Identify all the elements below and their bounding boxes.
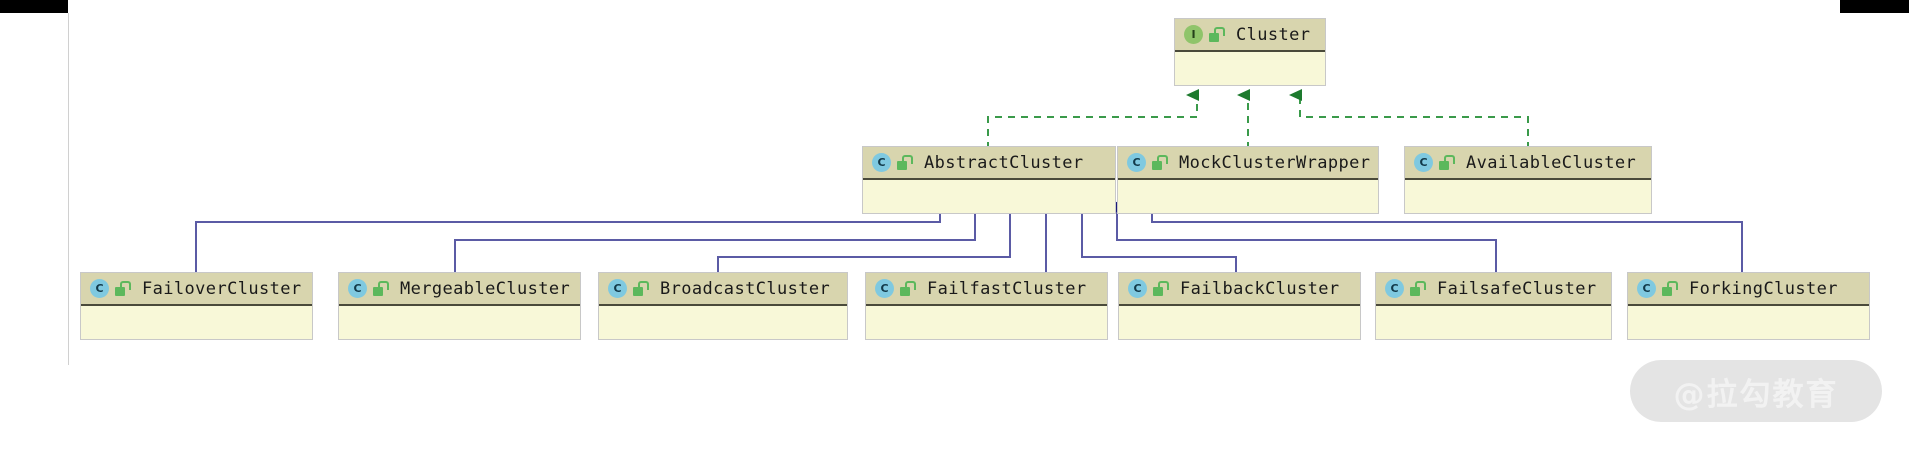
class-badge-icon: C: [1128, 279, 1147, 298]
uml-node-header: C ForkingCluster: [1628, 273, 1869, 306]
uml-node-broadcastcluster[interactable]: C BroadcastCluster: [598, 272, 848, 340]
uml-node-header: I Cluster: [1175, 19, 1325, 52]
public-unlock-icon: [1152, 155, 1168, 170]
public-unlock-icon: [115, 281, 131, 296]
uml-node-mergeablecluster[interactable]: C MergeableCluster: [338, 272, 581, 340]
uml-node-title: FailsafeCluster: [1437, 278, 1597, 299]
interface-badge-icon: I: [1184, 25, 1203, 44]
uml-node-forkingcluster[interactable]: C ForkingCluster: [1627, 272, 1870, 340]
uml-node-cluster[interactable]: I Cluster: [1174, 18, 1326, 86]
uml-node-failovercluster[interactable]: C FailoverCluster: [80, 272, 313, 340]
uml-node-title: Cluster: [1236, 24, 1311, 45]
class-badge-icon: C: [872, 153, 891, 172]
uml-node-availablecluster[interactable]: C AvailableCluster: [1404, 146, 1652, 214]
class-badge-icon: C: [90, 279, 109, 298]
top-left-black-strip: [0, 0, 68, 13]
uml-node-header: C AbstractCluster: [863, 147, 1115, 180]
uml-node-title: FailbackCluster: [1180, 278, 1340, 299]
uml-node-members-compartment: [1118, 180, 1378, 213]
uml-node-header: C AvailableCluster: [1405, 147, 1651, 180]
class-badge-icon: C: [1414, 153, 1433, 172]
public-unlock-icon: [900, 281, 916, 296]
uml-node-title: AvailableCluster: [1466, 152, 1637, 173]
uml-node-failbackcluster[interactable]: C FailbackCluster: [1118, 272, 1361, 340]
uml-node-title: FailfastCluster: [927, 278, 1087, 299]
uml-node-members-compartment: [339, 306, 580, 339]
uml-node-title: ForkingCluster: [1689, 278, 1838, 299]
watermark-text: @拉勾教育: [1673, 376, 1839, 413]
public-unlock-icon: [373, 281, 389, 296]
class-badge-icon: C: [348, 279, 367, 298]
uml-node-title: BroadcastCluster: [660, 278, 831, 299]
uml-node-title: FailoverCluster: [142, 278, 302, 299]
uml-node-members-compartment: [599, 306, 847, 339]
public-unlock-icon: [897, 155, 913, 170]
inheritance-edges: [195, 201, 1743, 273]
uml-node-members-compartment: [81, 306, 312, 339]
uml-node-mockclusterwrapper[interactable]: C MockClusterWrapper: [1117, 146, 1379, 214]
uml-node-header: C FailfastCluster: [866, 273, 1107, 306]
public-unlock-icon: [1410, 281, 1426, 296]
uml-node-header: C MockClusterWrapper: [1118, 147, 1378, 180]
uml-node-members-compartment: [1405, 180, 1651, 213]
uml-node-title: MockClusterWrapper: [1179, 152, 1371, 173]
public-unlock-icon: [1153, 281, 1169, 296]
editor-gutter-divider: [68, 13, 69, 365]
uml-node-members-compartment: [1376, 306, 1611, 339]
uml-node-header: C FailoverCluster: [81, 273, 312, 306]
uml-node-members-compartment: [1119, 306, 1360, 339]
class-badge-icon: C: [608, 279, 627, 298]
uml-node-header: C BroadcastCluster: [599, 273, 847, 306]
class-badge-icon: C: [875, 279, 894, 298]
uml-node-members-compartment: [1175, 52, 1325, 85]
uml-node-header: C FailbackCluster: [1119, 273, 1360, 306]
public-unlock-icon: [1439, 155, 1455, 170]
public-unlock-icon: [1209, 27, 1225, 42]
uml-node-title: MergeableCluster: [400, 278, 571, 299]
uml-node-members-compartment: [863, 180, 1115, 213]
uml-node-failfastcluster[interactable]: C FailfastCluster: [865, 272, 1108, 340]
uml-node-header: C MergeableCluster: [339, 273, 580, 306]
uml-node-abstractcluster[interactable]: C AbstractCluster: [862, 146, 1116, 214]
uml-node-header: C FailsafeCluster: [1376, 273, 1611, 306]
public-unlock-icon: [1662, 281, 1678, 296]
uml-node-title: AbstractCluster: [924, 152, 1084, 173]
top-right-black-strip: [1840, 0, 1909, 13]
class-badge-icon: C: [1637, 279, 1656, 298]
realization-edges: [987, 89, 1529, 149]
class-badge-icon: C: [1127, 153, 1146, 172]
class-badge-icon: C: [1385, 279, 1404, 298]
uml-node-members-compartment: [1628, 306, 1869, 339]
uml-node-failsafecluster[interactable]: C FailsafeCluster: [1375, 272, 1612, 340]
public-unlock-icon: [633, 281, 649, 296]
uml-node-members-compartment: [866, 306, 1107, 339]
watermark-badge: @拉勾教育: [1630, 360, 1882, 422]
